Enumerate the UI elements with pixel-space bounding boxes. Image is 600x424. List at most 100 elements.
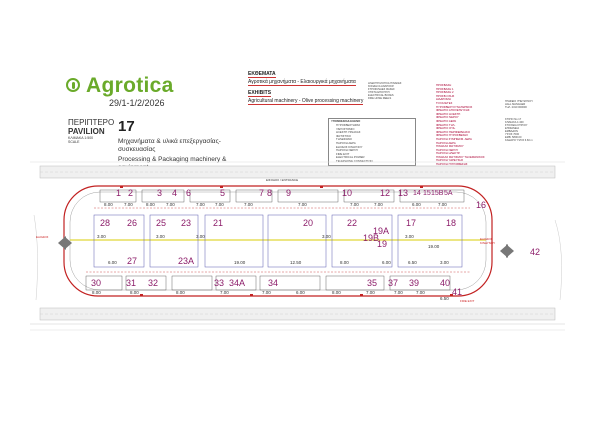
fire-exit-label: FIRE EXIT [460,299,475,303]
key-list: ΠΡΟΣΒΑΣΗ ΠΡΟΣΒΑΣΗ 1 ΠΡΟΣΒΑΣΗ 2 ΠΡΟΣΒ.ΟΧΗ… [436,83,485,169]
booth-7[interactable]: 7 [259,188,265,198]
dimension-label: 7.00 [196,202,205,207]
booth-5a[interactable]: 5A [444,190,453,197]
booth-15b[interactable]: 15B [431,190,444,197]
hall-notes-a: ΓΡΑΦΕΙΟ ΥΠΕΥΘΥΝΟΥ HALL MANAGER ΤΗΛ. 2310… [505,100,533,109]
legend-list: ΠΥΡΟΣΒΕΣΤΗΡΑΣ ΥΔΡΟΣΤΟΜΙΟ ΗΛΕΚΤΡ. ΠΙΝΑΚΑΣ… [336,123,373,163]
exhibits-desc-en: Agricultural machinery - Olive processin… [248,98,364,105]
booth-41[interactable]: 41 [452,287,463,297]
booth-28[interactable]: 28 [100,218,111,228]
booth-outline [125,275,167,291]
booth-21[interactable]: 21 [213,218,224,228]
booth-outline [399,189,465,203]
booth-31[interactable]: 31 [126,278,137,288]
booth-19a[interactable]: 19A [373,226,390,236]
booth-1[interactable]: 1 [116,188,122,198]
booth-16[interactable]: 16 [476,200,487,210]
entrance-label: ΕΙΣΟΔΟΣ / ENTRANCE [266,178,299,182]
hall-notes-b: ΚΤΙΡΙΟ Νο 17 ΚΛΙΜΑΚΑ 1:400 ΣΤΟΙΧΕΙΑ ΚΤΙΡ… [505,118,533,142]
dimension-label: 8.00 [176,290,185,295]
booth-32[interactable]: 32 [148,278,159,288]
booth-outline [85,275,123,291]
legend-box [328,118,416,166]
booth-25[interactable]: 25 [156,218,167,228]
dimension-label: 7.00 [394,290,403,295]
booth-34a[interactable]: 34A [229,278,246,288]
dimension-label: 7.00 [438,202,447,207]
booth-9[interactable]: 9 [286,188,292,198]
booth-outline [215,275,257,291]
dimension-label: 3.00 [196,234,205,239]
booth-12[interactable]: 12 [380,188,391,198]
dimension-label: 12.50 [290,260,302,265]
booth-39[interactable]: 39 [409,278,420,288]
dimension-label: 7.00 [215,202,224,207]
dimension-label: 6.00 [296,290,305,295]
booth-33[interactable]: 33 [214,278,225,288]
booth-outline [189,189,231,203]
exit-right-label: ΕΞΟΔΟΣ ΚΙΝΔΥΝΟΥ [480,237,496,245]
block-20 [267,214,327,268]
booth-26[interactable]: 26 [127,218,138,228]
block-22 [331,214,393,268]
booth-18[interactable]: 18 [446,218,457,228]
pavilion-label-en: PAVILION [68,127,105,136]
booth-42[interactable]: 42 [530,247,541,257]
marker [220,186,223,188]
booth-outline [277,189,339,203]
booth-5[interactable]: 5 [220,188,226,198]
dimension-label: 7.00 [350,202,359,207]
booth-outline [325,275,385,291]
dimension-label: 7.00 [366,290,375,295]
booth-15[interactable]: 15 [423,190,431,197]
booth-27[interactable]: 27 [127,256,138,266]
site-curve-right [554,219,562,301]
dimension-label: 7.00 [298,202,307,207]
dimension-label: 7.00 [166,202,175,207]
agrotica-logo-icon [66,78,80,92]
site-curve-left [33,214,38,301]
entrance-left-icon [58,236,72,250]
booth-22[interactable]: 22 [347,218,358,228]
dimension-label: 7.00 [416,290,425,295]
booth-outline [259,275,321,291]
power-box-notes: ΗΛΕΚΤΡΟΛΟΓΙΚΑ ΠΙΝΑΚΕΣ ΚΟΝΔΗΛΑ ΑΝΑΠΟΚΡ. Σ… [368,82,402,100]
block-17-18 [397,214,463,268]
dimension-label: 6.00 [108,260,117,265]
booth-13[interactable]: 13 [398,188,409,198]
dimension-label: 8.00 [340,260,349,265]
booth-37[interactable]: 37 [388,278,399,288]
booth-23a[interactable]: 23A [178,256,195,266]
booth-17[interactable]: 17 [406,218,417,228]
booth-outline [389,275,451,291]
booth-3[interactable]: 3 [157,188,163,198]
booth-30[interactable]: 30 [91,278,102,288]
booth-40[interactable]: 40 [440,278,451,288]
booth-8[interactable]: 8 [267,188,273,198]
booth-14[interactable]: 14 [413,190,421,197]
dimension-label: 8.00 [104,202,113,207]
booth-20[interactable]: 20 [303,218,314,228]
booth-19[interactable]: 19 [377,239,388,249]
booth-23[interactable]: 23 [181,218,192,228]
booth-10[interactable]: 10 [342,188,353,198]
marker [140,294,143,296]
dimension-label: 19.00 [428,244,440,249]
dimension-label: 6.00 [382,260,391,265]
booth-35[interactable]: 35 [367,278,378,288]
booth-outline [343,189,395,203]
booth-2[interactable]: 2 [128,188,134,198]
booth-34[interactable]: 34 [268,278,279,288]
dimension-label: 8.00 [130,290,139,295]
booth-6[interactable]: 6 [186,188,192,198]
dimension-label: 3.00 [405,234,414,239]
exhibits-desc-gr: Αγροτικά μηχανήματα - Ελαιουργικά μηχανή… [248,79,356,86]
marker [360,294,363,296]
marker [250,294,253,296]
booth-19b[interactable]: 19B [363,233,380,243]
booth-4[interactable]: 4 [172,188,178,198]
entrance-right-icon [500,244,514,258]
dimension-label: 3.00 [156,234,165,239]
booth-outline [141,189,185,203]
marker [120,186,123,188]
